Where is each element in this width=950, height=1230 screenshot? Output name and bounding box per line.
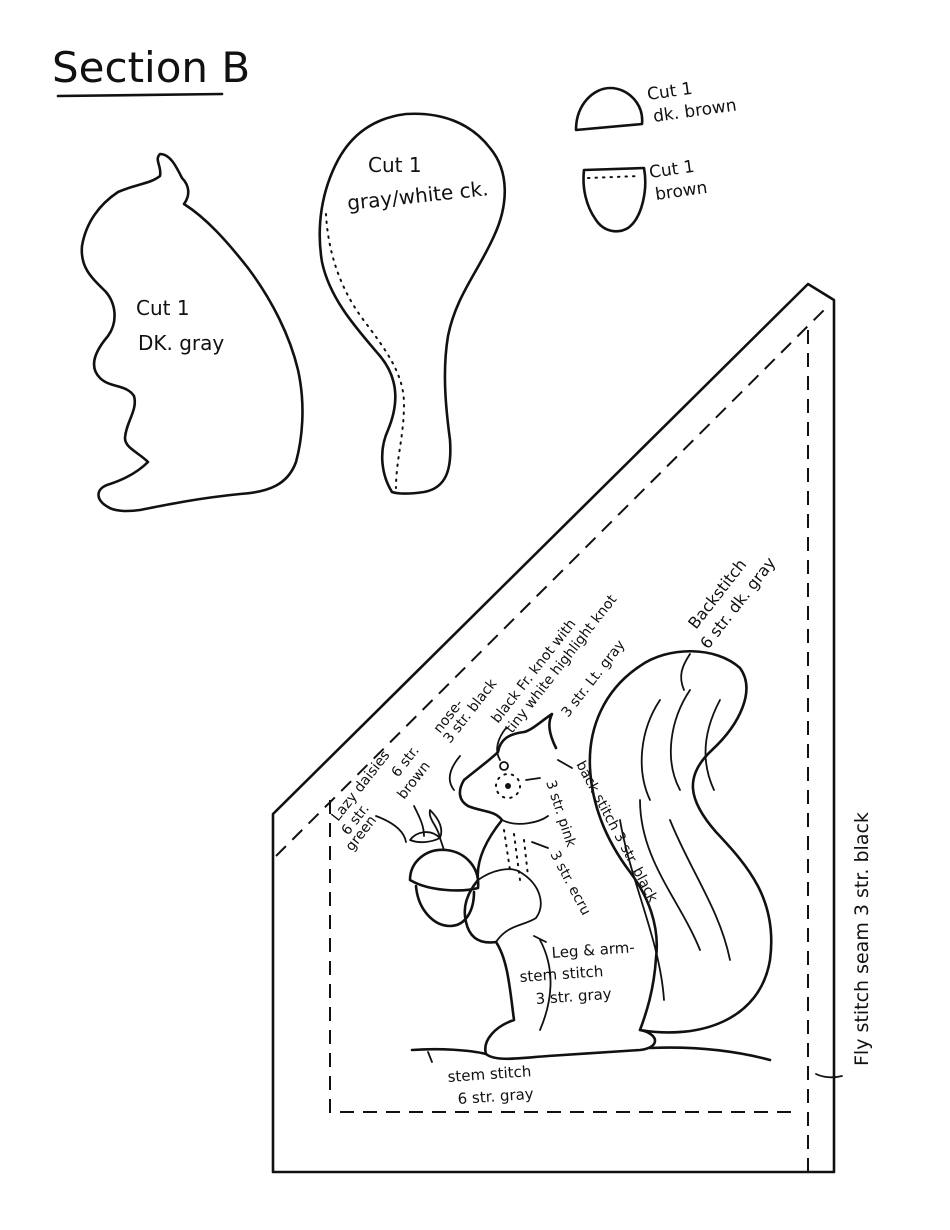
tail-fold-line	[325, 213, 406, 489]
cap-cut-label: Cut 1	[646, 79, 694, 105]
note-leg-arm-2: stem stitch	[519, 962, 604, 986]
note-leg-arm-1: Leg & arm-	[551, 938, 635, 962]
block-outline	[271, 282, 836, 1174]
note-ground-2: 6 str. gray	[457, 1085, 534, 1108]
note-seam: Fly stitch seam 3 str. black	[851, 812, 873, 1066]
nut-cut-label: Cut 1	[648, 157, 696, 183]
note-back-black: back stitch 3 str. black	[572, 758, 661, 905]
note-ecru: 3 str. ecru	[546, 848, 593, 918]
body-color-label: DK. gray	[138, 331, 224, 355]
applique-acorn	[408, 809, 480, 928]
seam-line	[275, 305, 829, 857]
squirrel-applique	[410, 650, 773, 1062]
title-underline	[56, 92, 224, 98]
page-title: Section B	[52, 43, 250, 92]
note-ground-1: stem stitch	[447, 1062, 532, 1086]
note-pink: 3 str. pink	[542, 778, 579, 850]
acorn-cap-piece	[574, 86, 644, 132]
acorn-nut-piece	[582, 166, 647, 233]
appliqué-border	[329, 800, 800, 1113]
tail-cut-label: Cut 1	[368, 153, 422, 177]
acorn-nut-fold	[587, 175, 641, 179]
body-cut-label: Cut 1	[136, 296, 190, 320]
tail-pattern-piece	[318, 112, 507, 495]
nut-color-label: brown	[654, 178, 709, 205]
tail-color-label: gray/white ck.	[346, 176, 490, 215]
annotation-arrows	[375, 653, 843, 1079]
body-pattern-piece	[80, 152, 304, 513]
note-leg-arm-3: 3 str. gray	[535, 985, 612, 1008]
